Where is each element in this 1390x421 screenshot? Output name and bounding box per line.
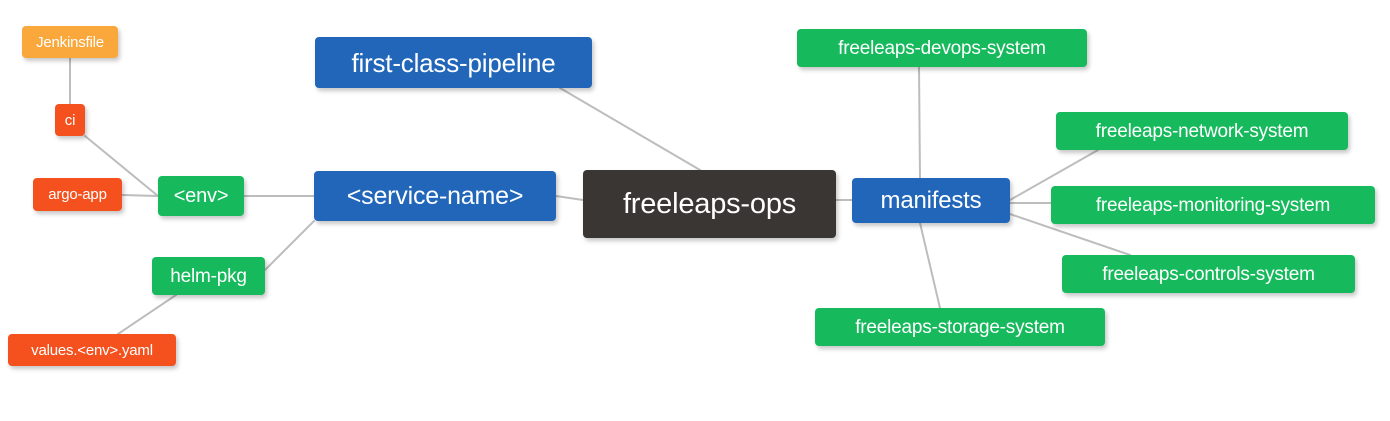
- node-label-manifests: manifests: [880, 186, 982, 214]
- edge-first-class-pipeline-to-freeleaps-ops: [559, 87, 701, 171]
- node-env[interactable]: <env>: [158, 176, 244, 216]
- node-freeleaps-ops[interactable]: freeleaps-ops: [583, 170, 836, 238]
- node-first-class-pipeline[interactable]: first-class-pipeline: [315, 37, 592, 88]
- node-label-argo-app: argo-app: [48, 186, 107, 203]
- node-label-freeleaps-devops-system: freeleaps-devops-system: [838, 37, 1046, 59]
- node-label-freeleaps-storage-system: freeleaps-storage-system: [855, 316, 1065, 338]
- node-ci[interactable]: ci: [55, 104, 85, 136]
- edge-service-name-to-freeleaps-ops: [555, 195, 584, 201]
- node-label-freeleaps-network-system: freeleaps-network-system: [1095, 120, 1309, 142]
- edge-argo-app-to-env: [121, 194, 159, 197]
- node-freeleaps-controls-system[interactable]: freeleaps-controls-system: [1062, 255, 1355, 293]
- node-service-name[interactable]: <service-name>: [314, 171, 556, 221]
- node-label-freeleaps-ops: freeleaps-ops: [622, 187, 797, 220]
- node-label-freeleaps-controls-system: freeleaps-controls-system: [1102, 263, 1315, 285]
- node-helm-pkg[interactable]: helm-pkg: [152, 257, 265, 295]
- node-label-service-name: <service-name>: [346, 181, 524, 210]
- node-label-jenkinsfile: Jenkinsfile: [36, 33, 104, 51]
- edge-manifests-to-freeleaps-storage-system: [919, 222, 941, 309]
- node-label-helm-pkg: helm-pkg: [170, 265, 247, 287]
- node-freeleaps-monitoring-system[interactable]: freeleaps-monitoring-system: [1051, 186, 1375, 224]
- edge-manifests-to-freeleaps-devops-system: [918, 66, 921, 179]
- node-jenkinsfile[interactable]: Jenkinsfile: [22, 26, 118, 58]
- node-freeleaps-devops-system[interactable]: freeleaps-devops-system: [797, 29, 1087, 67]
- node-label-freeleaps-monitoring-system: freeleaps-monitoring-system: [1095, 194, 1331, 216]
- node-values-env-yaml[interactable]: values.<env>.yaml: [8, 334, 176, 366]
- node-freeleaps-network-system[interactable]: freeleaps-network-system: [1056, 112, 1348, 150]
- node-freeleaps-storage-system[interactable]: freeleaps-storage-system: [815, 308, 1105, 346]
- edge-service-name-to-helm-pkg: [264, 220, 315, 271]
- node-manifests[interactable]: manifests: [852, 178, 1010, 223]
- node-label-first-class-pipeline: first-class-pipeline: [351, 47, 556, 78]
- node-label-ci: ci: [64, 111, 76, 129]
- node-label-values-env-yaml: values.<env>.yaml: [31, 341, 153, 359]
- node-argo-app[interactable]: argo-app: [33, 178, 122, 211]
- edge-helm-pkg-to-values-env-yaml: [117, 294, 177, 335]
- node-label-env: <env>: [173, 185, 229, 207]
